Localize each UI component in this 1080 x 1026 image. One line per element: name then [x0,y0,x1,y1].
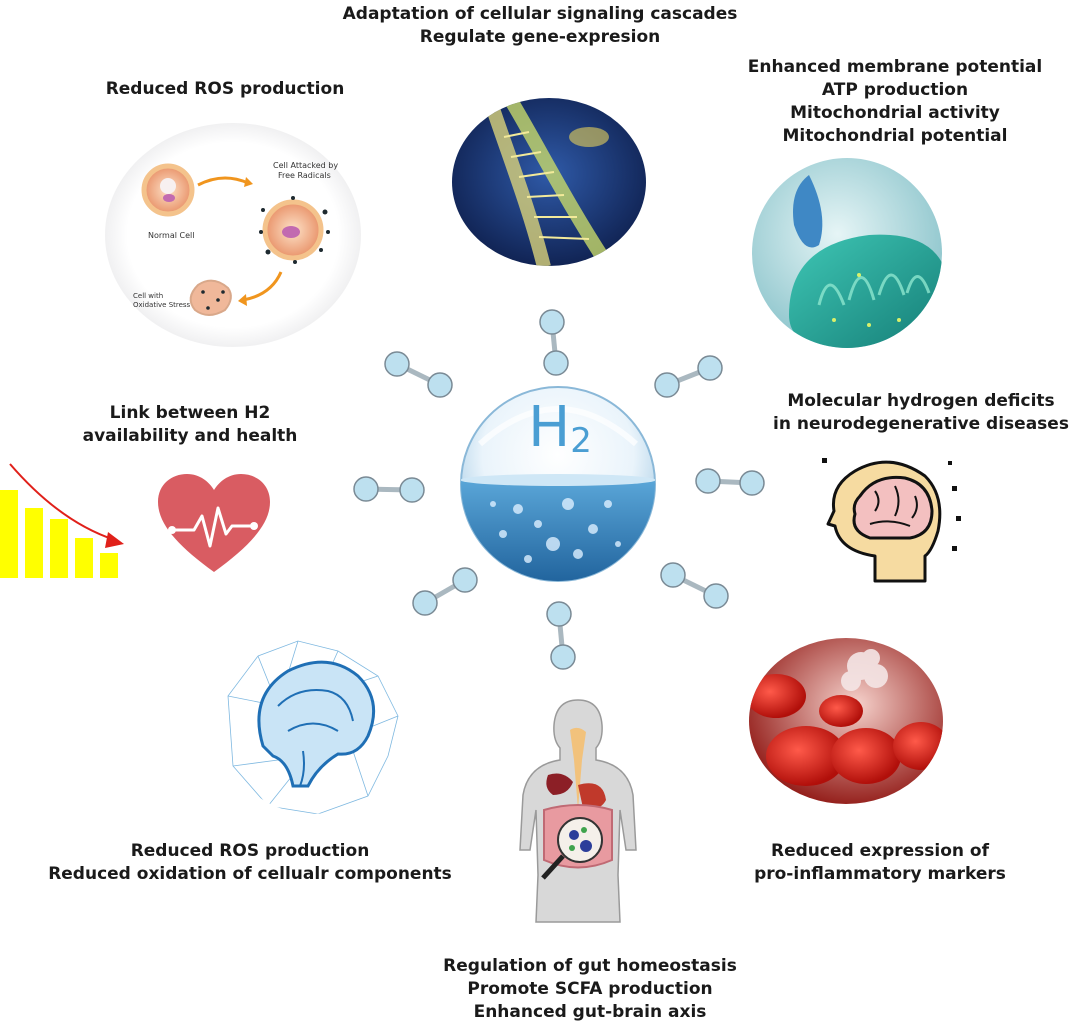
dna-image [452,98,646,266]
attacked-cell-caption-line1: Cell Attacked by [273,161,338,170]
label-bottom: Regulation of gut homeostasis Promote SC… [443,956,737,1022]
label-top-right: Enhanced membrane potential ATP producti… [747,57,1043,146]
molecule-atom [695,468,721,494]
stressed-cell-caption-line2: Oxidative Stress [133,301,191,309]
molecule-atom [452,567,478,593]
head-brain-icon [822,458,961,583]
attacked-cell-caption-line2: Free Radicals [278,171,331,180]
molecule-atom [654,372,680,398]
molecule-atom [539,309,565,335]
molecule-atom [384,351,410,377]
molecule-atom [697,355,723,381]
label-bottom-right: Reduced expression of pro-inflammatory m… [754,841,1006,884]
cell-oxidation-image: Normal Cell Cell Attacked by Free Radica… [105,123,361,347]
molecule-atom [412,590,438,616]
molecule-atom [739,470,765,496]
molecule-atom [399,477,425,503]
molecule-atom [660,562,686,588]
brain-network-image [221,638,405,814]
label-top-left: Reduced ROS production [105,79,345,99]
label-top: Adaptation of cellular signaling cascade… [342,4,738,47]
declining-bar-chart-icon [0,463,124,578]
molecule-atom [353,476,379,502]
h2-water-sphere [460,386,656,582]
molecule-atom [427,372,453,398]
normal-cell-caption: Normal Cell [148,231,194,240]
h2-symbol: H2 [528,395,592,462]
molecule-atom [703,583,729,609]
red-blood-cells-image [749,638,943,804]
molecule-atom [550,644,576,670]
molecule-atom [543,350,569,376]
stressed-cell-caption-line1: Cell with [133,292,163,300]
heart-pulse-icon [158,474,270,572]
label-bottom-left: Reduced ROS production Reduced oxidation… [48,841,452,884]
molecule-atom [546,601,572,627]
label-left: Link between H2 availability and health [82,403,298,446]
digestive-system-image [519,699,637,923]
mitochondria-image [752,158,942,348]
label-right: Molecular hydrogen deficits in neurodege… [773,391,1069,434]
